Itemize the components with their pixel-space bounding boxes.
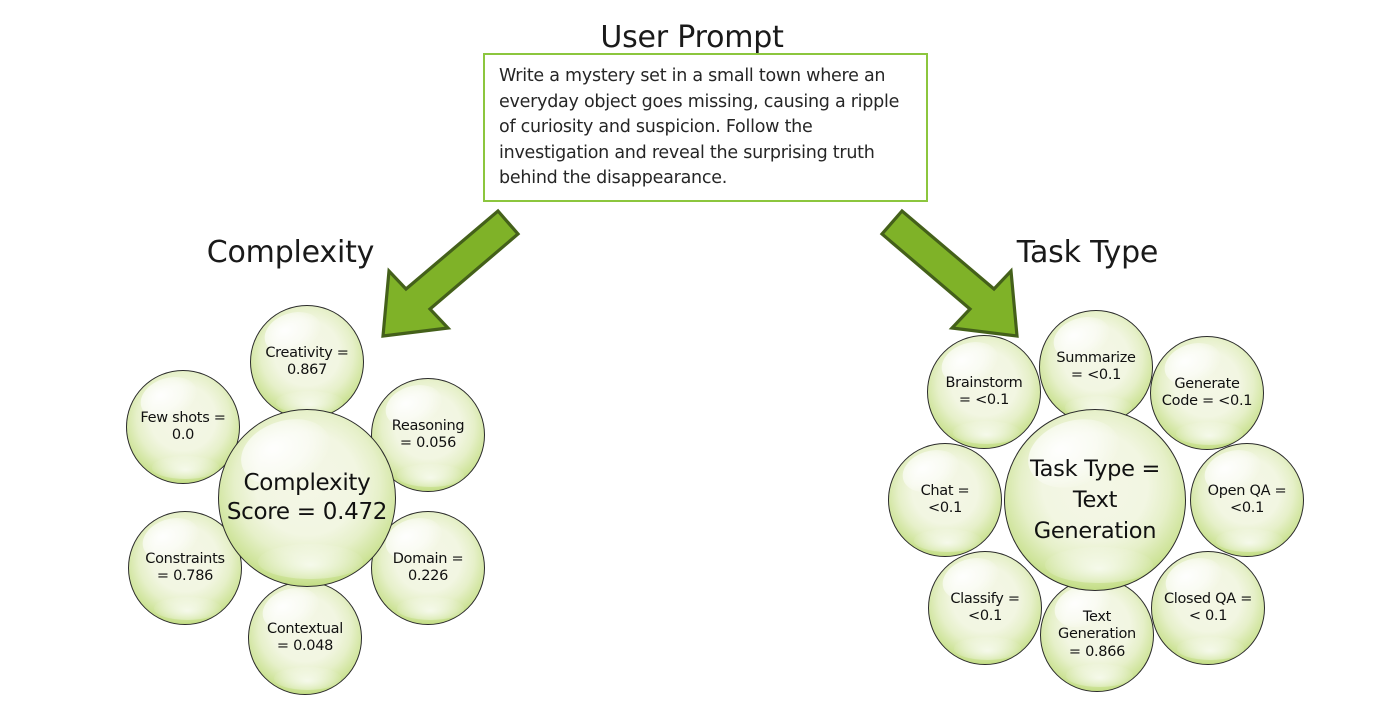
task-type-node-generate-code-label: Generate Code = <0.1	[1161, 375, 1253, 410]
task-type-node-summarize[interactable]: Summarize = <0.1	[1039, 310, 1153, 424]
complexity-node-creativity[interactable]: Creativity = 0.867	[250, 305, 364, 419]
task-type-node-brainstorm[interactable]: Brainstorm = <0.1	[927, 335, 1041, 449]
task-type-node-brainstorm-label: Brainstorm = <0.1	[945, 374, 1023, 409]
task-type-result-label: Task Type = Text Generation	[1029, 455, 1161, 544]
section-title-complexity: Complexity	[206, 235, 375, 270]
task-type-node-text-generation-label: Text Generation = 0.866	[1058, 608, 1136, 660]
complexity-node-contextual-label: Contextual = 0.048	[267, 620, 343, 655]
user-prompt-box: Write a mystery set in a small town wher…	[483, 53, 928, 202]
complexity-cluster: Creativity = 0.867 Reasoning = 0.056 Dom…	[0, 0, 700, 713]
task-type-node-open-qa-label: Open QA = <0.1	[1207, 482, 1287, 517]
complexity-score-node[interactable]: Complexity Score = 0.472	[218, 409, 396, 587]
task-type-node-closed-qa-label: Closed QA = < 0.1	[1163, 590, 1253, 625]
task-type-result-node[interactable]: Task Type = Text Generation	[1004, 409, 1186, 591]
task-type-node-open-qa[interactable]: Open QA = <0.1	[1190, 443, 1304, 557]
task-type-node-classify[interactable]: Classify = <0.1	[928, 551, 1042, 665]
task-type-node-closed-qa[interactable]: Closed QA = < 0.1	[1151, 551, 1265, 665]
complexity-node-constraints-label: Constraints = 0.786	[145, 550, 225, 585]
complexity-score-label: Complexity Score = 0.472	[226, 470, 388, 525]
complexity-node-few-shots-label: Few shots = 0.0	[140, 409, 226, 444]
task-type-node-generate-code[interactable]: Generate Code = <0.1	[1150, 336, 1264, 450]
complexity-node-domain-label: Domain = 0.226	[392, 550, 464, 585]
task-type-node-chat[interactable]: Chat = <0.1	[888, 443, 1002, 557]
complexity-node-creativity-label: Creativity = 0.867	[265, 344, 349, 379]
complexity-node-reasoning-label: Reasoning = 0.056	[391, 417, 465, 452]
arrow-down-right-icon	[879, 208, 1019, 338]
user-prompt-text: Write a mystery set in a small town wher…	[499, 66, 900, 188]
section-title-task-type: Task Type	[1016, 235, 1159, 270]
task-type-node-text-generation[interactable]: Text Generation = 0.866	[1040, 578, 1154, 692]
task-type-node-summarize-label: Summarize = <0.1	[1056, 349, 1136, 384]
complexity-node-contextual[interactable]: Contextual = 0.048	[248, 581, 362, 695]
page-title-user-prompt: User Prompt	[600, 20, 784, 55]
task-type-node-classify-label: Classify = <0.1	[950, 590, 1020, 625]
complexity-node-few-shots[interactable]: Few shots = 0.0	[126, 370, 240, 484]
task-type-node-chat-label: Chat = <0.1	[920, 482, 970, 517]
arrow-down-left-icon	[381, 208, 521, 338]
